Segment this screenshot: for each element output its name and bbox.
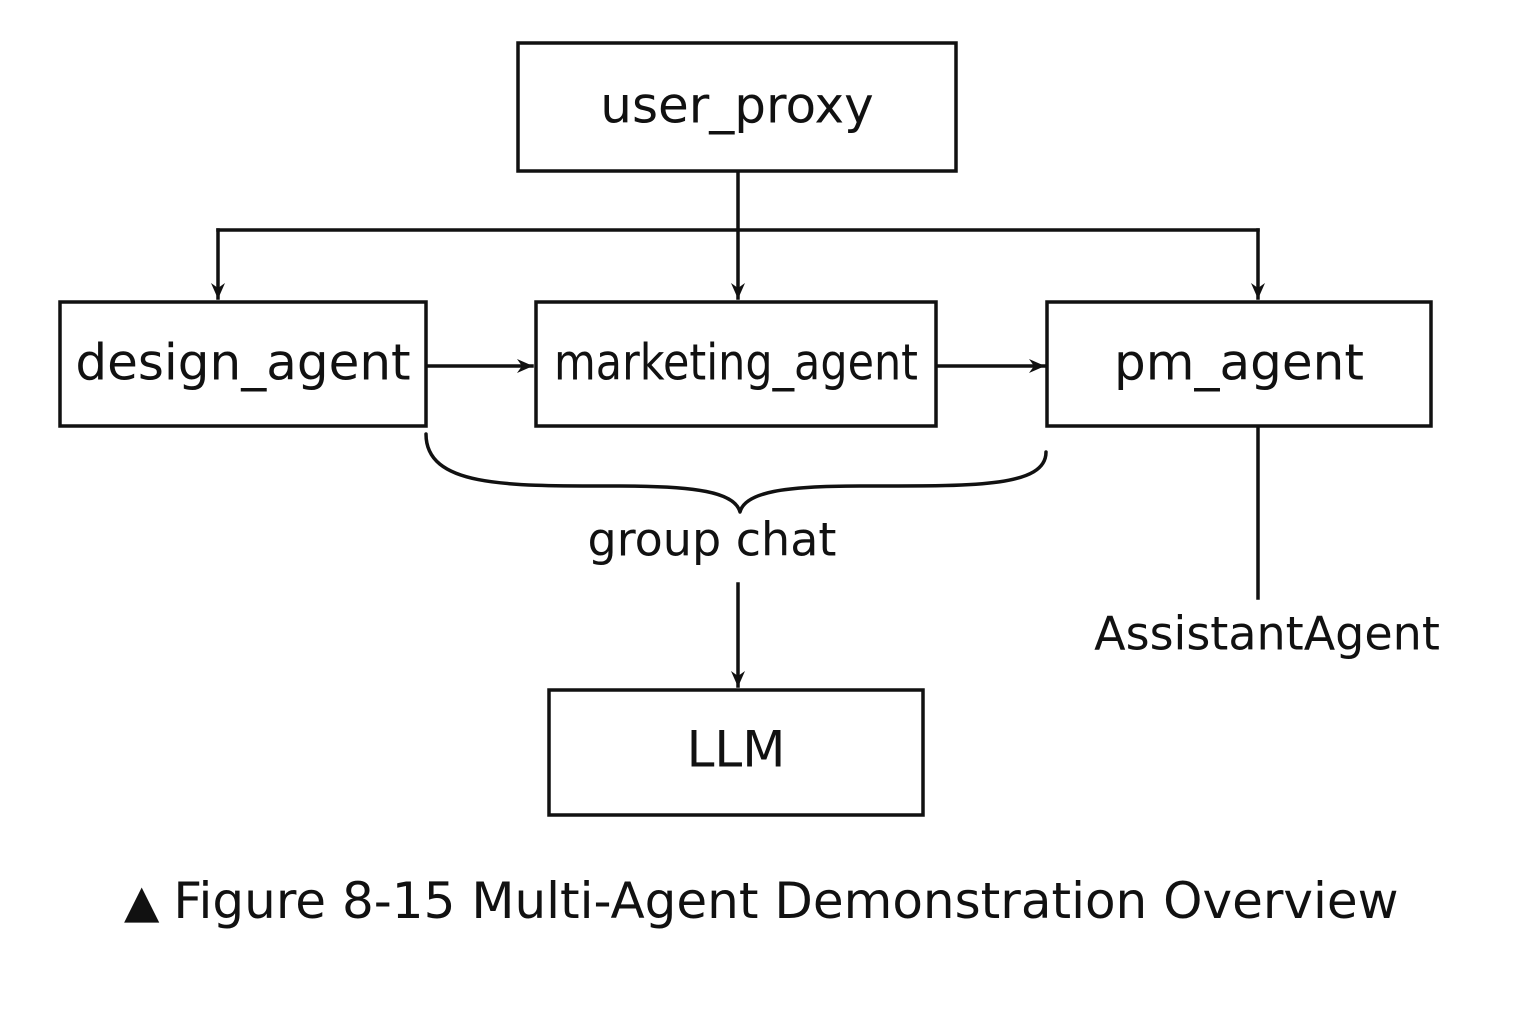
node-pm-agent: pm_agent <box>1045 300 1433 428</box>
node-label-design-agent: design_agent <box>75 334 410 392</box>
node-llm: LLM <box>547 688 925 817</box>
node-label-pm-agent: pm_agent <box>1114 334 1364 392</box>
node-box <box>547 688 925 817</box>
figure-caption: ▲ Figure 8-15 Multi-Agent Demonstration … <box>124 866 1424 936</box>
user-proxy-fanout-edges <box>211 170 1265 300</box>
node-marketing-agent: marketing_agent <box>534 300 938 428</box>
node-box <box>534 300 938 428</box>
node-user-proxy: user_proxy <box>516 41 958 173</box>
assistant-agent-label: AssistantAgent <box>1094 607 1440 661</box>
node-box <box>1045 300 1433 428</box>
triangle-icon: ▲ <box>124 874 160 928</box>
node-box <box>516 41 958 173</box>
group-chat-label: group chat <box>588 513 837 567</box>
node-label-user-proxy: user_proxy <box>600 77 874 135</box>
node-box <box>58 300 428 428</box>
node-label-llm: LLM <box>687 721 786 779</box>
figure-caption-text: Figure 8-15 Multi-Agent Demonstration Ov… <box>173 872 1399 930</box>
node-label-marketing-agent: marketing_agent <box>554 334 918 392</box>
group-chat-brace <box>424 432 1048 514</box>
node-design-agent: design_agent <box>58 300 428 428</box>
